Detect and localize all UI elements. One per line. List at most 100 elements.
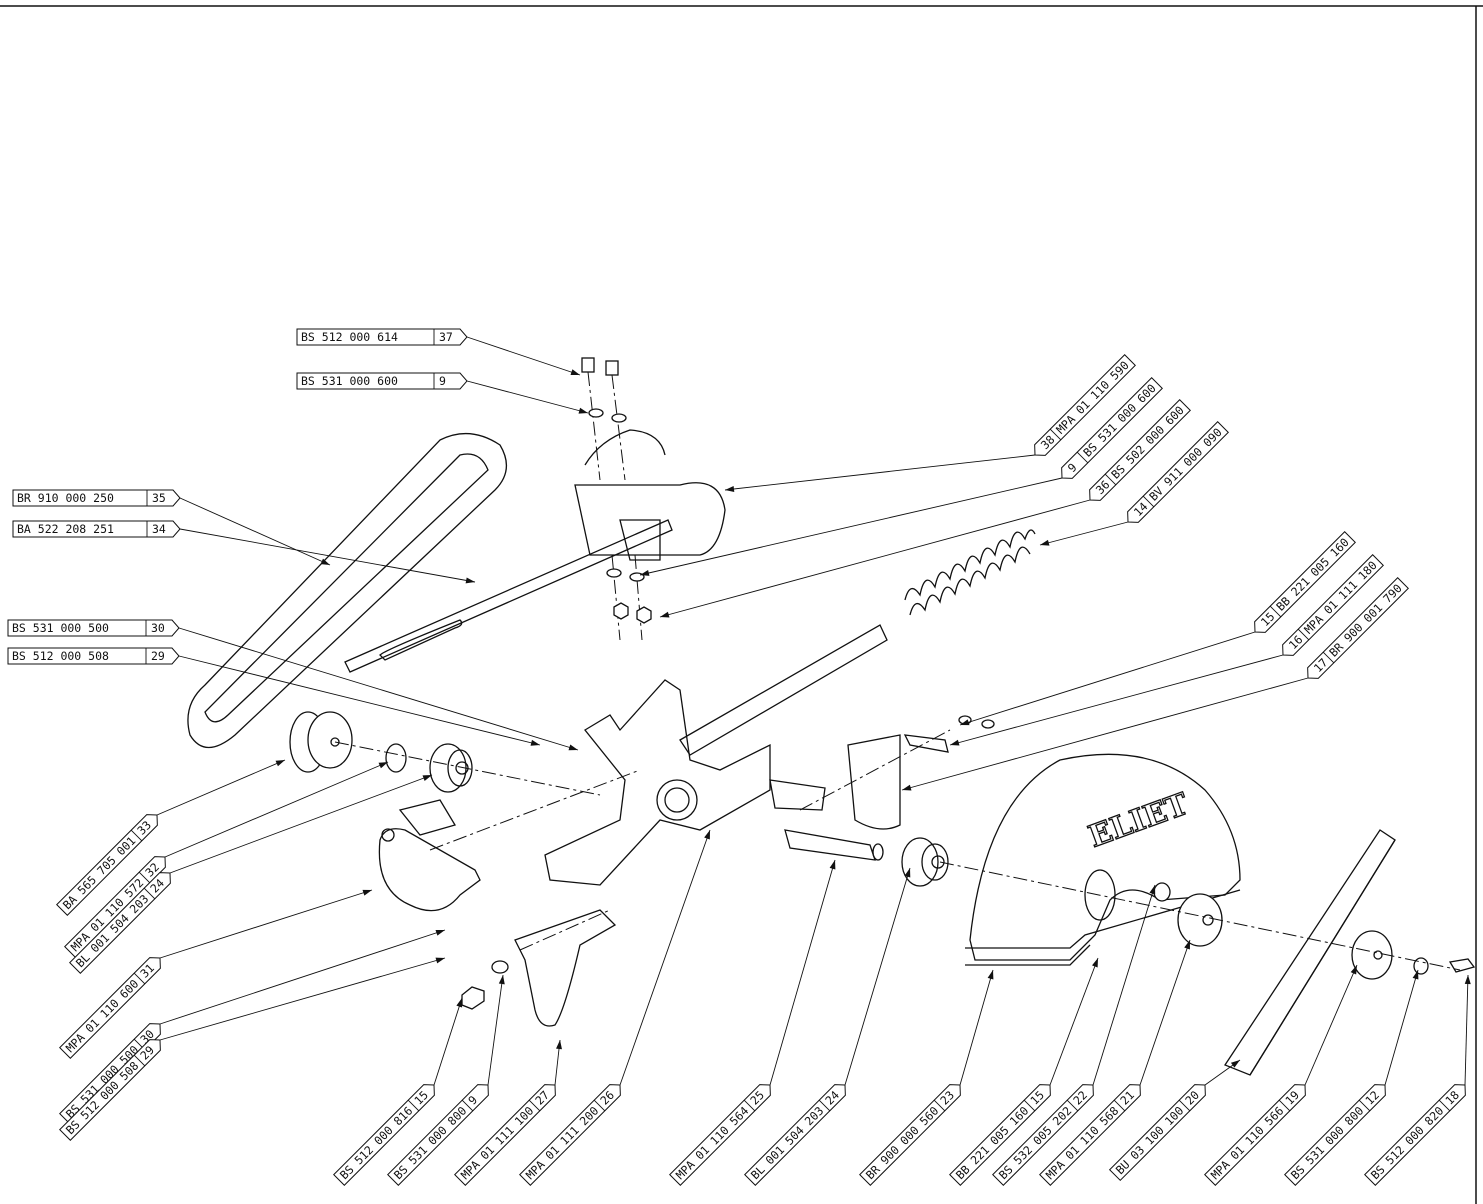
leader-line (619, 829, 711, 1086)
top-bolts-part (581, 357, 652, 641)
callout-item-number: 37 (439, 330, 453, 344)
leader-line (949, 654, 1284, 746)
leader-line (639, 477, 1063, 576)
arrow-head (1230, 1060, 1240, 1068)
leader-line (844, 867, 911, 1086)
axis-line-left (334, 741, 601, 796)
callout-part-number: MPA 01 110 566 (1208, 1104, 1286, 1182)
arrow-head (435, 957, 445, 964)
leader-line (179, 497, 331, 566)
leader-line (159, 929, 446, 1025)
arrow-head (422, 775, 432, 781)
leader-line (1384, 969, 1419, 1086)
callout-part-number: BS 512 000 508 (63, 1059, 141, 1137)
arrow-head (1184, 940, 1190, 950)
leader-line (1139, 939, 1191, 1086)
callout-part-number: BS 512 000 820 (1368, 1104, 1446, 1182)
arrow-head (362, 889, 372, 896)
arrow-head (378, 762, 388, 769)
axis-line-guard (429, 769, 641, 851)
arrow-head (987, 970, 994, 980)
arm-tube-part (679, 624, 888, 756)
brand-lettering: ELIET (1084, 786, 1194, 854)
arrow-head (578, 407, 588, 414)
inner-flange-part (1153, 882, 1223, 947)
callout-part-number: BR 900 000 560 (863, 1104, 941, 1182)
leader-line (1092, 884, 1156, 1086)
main-frame-part (544, 679, 826, 886)
arrow-head (902, 784, 912, 791)
leader-line (487, 974, 504, 1086)
axis-line-beltguard (519, 909, 611, 951)
shaft-part (784, 829, 884, 861)
callout-part-number: BS 531 000 600 (301, 374, 398, 388)
callout-left_labels-5: BS 512 000 508 29 (7, 647, 541, 746)
callout-left_labels-3: BA 522 208 251 34 (12, 520, 476, 584)
leader-line (1039, 521, 1129, 546)
callout-part-number: BS 512 000 508 (12, 649, 109, 663)
leader-line (959, 969, 994, 1086)
arrow-head (1092, 958, 1098, 968)
arrow-head (1149, 885, 1156, 895)
pulley-guard-part (378, 799, 481, 912)
blade-part (1224, 829, 1396, 1076)
leader-line (959, 631, 1256, 726)
arrow-head (1040, 539, 1050, 546)
callout-part-number: MPA 01 110 564 (673, 1104, 751, 1182)
callout-item-number: 34 (152, 522, 166, 536)
arrow-head (1464, 975, 1471, 985)
leader-line (156, 759, 286, 816)
spring-part (904, 529, 1036, 616)
arrow-head (960, 719, 970, 726)
arrow-head (829, 860, 836, 870)
arrow-head (465, 577, 475, 584)
arrow-head (568, 744, 578, 751)
callout-item-number: 29 (151, 649, 165, 663)
callout-item-number: 35 (152, 491, 166, 505)
leader-line (1304, 964, 1358, 1086)
outer-flange-part (1351, 930, 1476, 980)
axis-line-bracket (799, 729, 951, 811)
leader-line (179, 528, 476, 583)
leader-line (724, 454, 1036, 491)
arrow-head (498, 975, 505, 985)
leader-line (659, 499, 1091, 618)
arrow-head (725, 486, 735, 492)
arrow-head (570, 369, 580, 375)
callout-left_labels-1: BS 531 000 600 9 (296, 372, 589, 414)
pulley-part (289, 711, 353, 773)
callout-item-number: 9 (439, 374, 446, 388)
leader-line (433, 997, 463, 1086)
arrow-head (320, 558, 330, 565)
leader-line (1464, 974, 1469, 1086)
arrow-head (704, 830, 710, 840)
leader-line (178, 627, 579, 751)
arrow-head (660, 611, 670, 618)
callout-part-number: BS 531 000 800 (1288, 1104, 1366, 1182)
left-bearing-part (385, 743, 473, 793)
arrow-head (275, 760, 285, 767)
belt-guard-part (461, 909, 617, 1027)
callout-part-number: BA 522 208 251 (17, 522, 114, 536)
tension-plate-part (344, 519, 673, 673)
leader-line (466, 380, 589, 414)
belt-part (187, 432, 507, 749)
leader-line (1049, 957, 1099, 1086)
leader-line (769, 859, 836, 1086)
leader-line (159, 957, 446, 1041)
